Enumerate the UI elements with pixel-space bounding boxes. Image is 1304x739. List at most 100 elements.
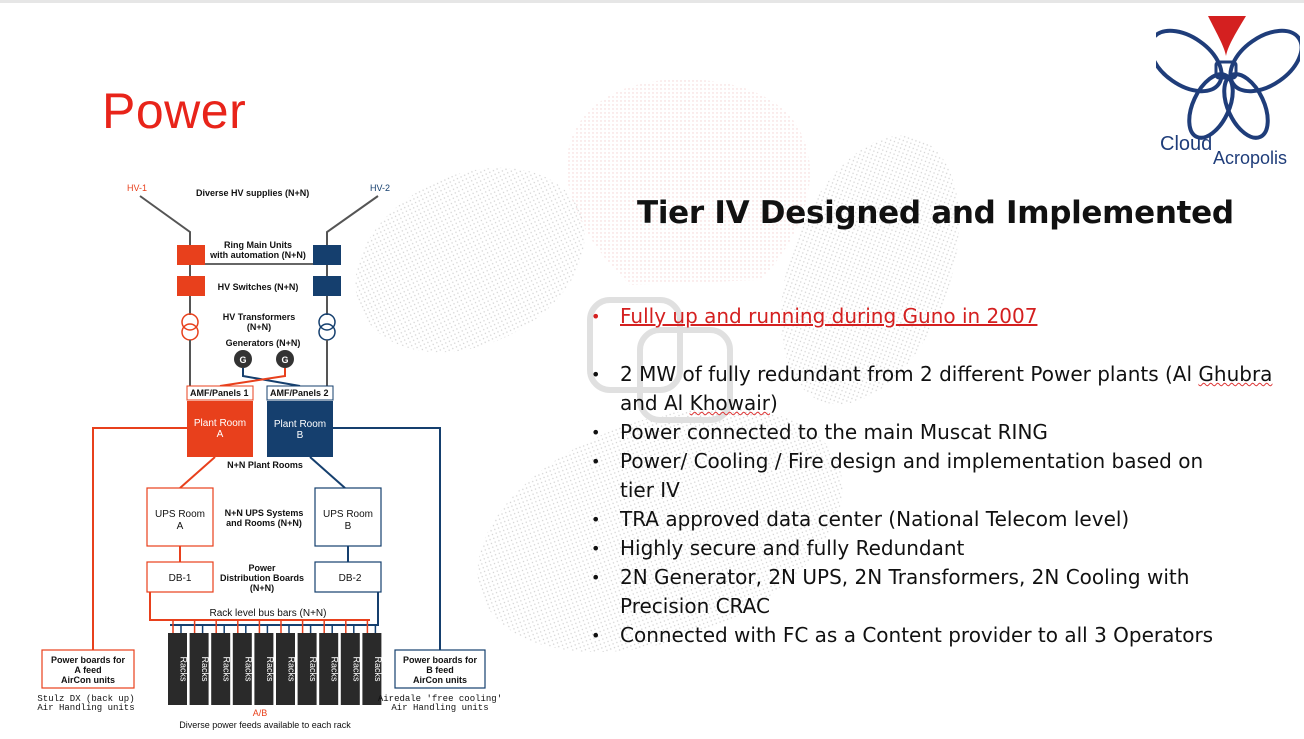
bullet-text-part: ) [770,391,778,415]
rack-label: Racks [243,656,253,682]
plant-room-a-label-2: A [217,429,224,440]
rack [297,633,317,705]
rack-label: Racks [179,656,189,682]
bullet-text: TRA approved data center (National Telec… [620,507,1130,531]
rack [232,633,252,705]
bullet-dot-icon: • [591,365,601,384]
bullet-dot-icon: • [591,568,601,587]
db1-label: DB-1 [169,573,192,584]
bullet-text-part: and Al [620,391,690,415]
rack [254,633,274,705]
hv-transformers-label-1: HV Transformers [223,312,296,322]
bullet-text: Highly secure and fully Redundant [620,536,965,560]
hv-switch-b [313,276,341,296]
ups-room-a-label-1: UPS Room [155,509,205,520]
pdb-label-1: Power [248,563,276,573]
plant-room-b [267,401,333,457]
ups-room-a-label-2: A [177,521,184,532]
logo-word-acropolis: Acropolis [1213,148,1288,168]
bullet-dot-icon: • [591,423,601,442]
pdb-label-3: (N+N) [250,583,274,593]
rack-label: Racks [330,656,340,682]
bullet-dot-icon: • [591,510,601,529]
bullet-item: • 2N Generator, 2N UPS, 2N Transformers, … [588,563,1288,621]
generator-1-icon [234,350,252,368]
stulz-label-1: Stulz DX (back up) [37,694,134,704]
bullet-text: Connected with FC as a Content provider … [620,623,1214,647]
bullet-item: •Connected with FC as a Content provider… [588,621,1288,650]
bullet-text-part: tier IV [620,478,680,502]
pb-b-label-2: B feed [426,665,454,675]
pb-a-label-3: AirCon units [61,675,115,685]
top-border [0,0,1304,3]
pdb-label-2: Distribution Boards [220,573,304,583]
bullet-dot-icon: • [591,539,601,558]
generators-label: Generators (N+N) [226,338,301,348]
hv-switch-a [177,276,205,296]
diverse-hv-label: Diverse HV supplies (N+N) [196,188,309,198]
rack-label: Racks [308,656,318,682]
rack [276,633,295,705]
amf-panel-1-label: AMF/Panels 1 [190,388,249,398]
rack-label: Racks [351,656,361,682]
rack [340,633,360,705]
bullet-item: • Highly secure and fully Redundant [588,534,1288,563]
rack-label: Racks [265,656,275,682]
bullet-item: • TRA approved data center (National Tele… [588,505,1288,534]
power-boards-b [394,649,486,689]
cloud-acropolis-logo [1156,16,1300,140]
plant-room-a [187,401,253,457]
bullet-item: • Fully up and running during Guno in 200… [588,302,1288,331]
wire [92,427,187,650]
db2-box [314,561,382,593]
wire [179,456,216,489]
transformer-b-icon [318,313,336,341]
plant-room-b-label-1: Plant Room [274,419,326,430]
bullet-text-part: 2N Generator, 2N UPS, 2N Transformers, 2… [620,565,1190,589]
bullet-dot-icon: • [591,307,601,326]
diverse-feeds-label: Diverse power feeds available to each ra… [179,720,351,730]
rmu-b [313,245,341,265]
rack [362,633,382,705]
stulz-label-2: Air Handling units [37,703,134,713]
pb-b-label-3: AirCon units [413,675,467,685]
rack [189,633,209,705]
wire [242,368,301,387]
hv-transformers-label-2: (N+N) [247,322,271,332]
rack [168,633,187,705]
db1-box [146,561,214,593]
racks-group: Racks Racks Racks Racks Racks Racks Racks Racks… [168,620,383,705]
rack-label: Racks [200,656,210,682]
ups-room-b-label-2: B [345,521,352,532]
generator-1-symbol: G [239,355,246,365]
bullet-item: •2 MW of fully redundant from 2 differen… [588,360,1288,418]
wire [170,592,379,626]
wire [149,592,370,621]
logo-word-cloud: Cloud [1160,133,1213,155]
bullet-text: Fully up and running during Guno in 2007 [620,304,1038,328]
rack-label: Racks [287,656,297,682]
amf-panel-2-label: AMF/Panels 2 [270,388,329,398]
bullet-item: •Power connected to the main Muscat RING [588,418,1288,447]
bullet-item: •Power/ Cooling / Fire design and implem… [588,447,1288,505]
airedale-label-2: Air Handling units [391,703,488,713]
wire [333,427,441,650]
section-heading: Tier IV Designed and Implemented [637,195,1234,231]
pb-a-label-2: A feed [74,665,101,675]
rack-label: Racks [373,656,383,682]
wire [219,368,286,387]
rmu-a [177,245,205,265]
ab-label: A/B [253,708,268,718]
rack [319,633,339,705]
ups-systems-label-2: and Rooms (N+N) [226,518,302,528]
power-boards-a [41,649,135,689]
bullet-text-part: Precision CRAC [620,594,770,618]
pb-b-label-1: Power boards for [403,655,478,665]
generator-2-icon [276,350,294,368]
bullet-text-part: Power/ Cooling / Fire design and impleme… [620,449,1204,473]
hv-switches-label: HV Switches (N+N) [218,282,299,292]
transformer-a-icon [181,313,199,341]
